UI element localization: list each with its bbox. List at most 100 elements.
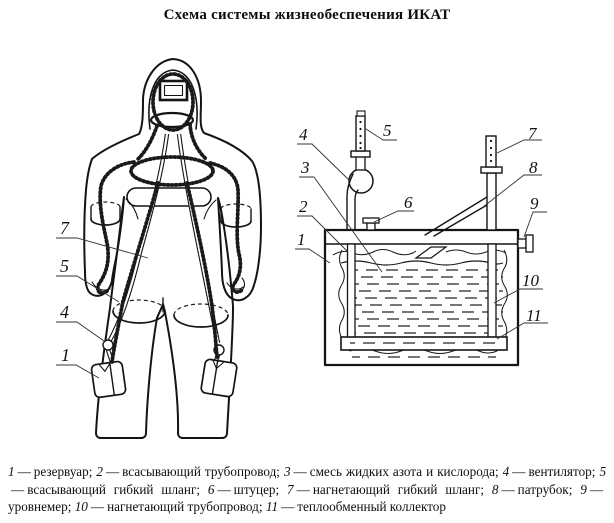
legend-separator: ; — [196, 481, 201, 497]
legend-item: 7—нагнетающий гибкий шланг; — [287, 482, 484, 497]
legend-item-number: 2 — [96, 464, 103, 479]
suction-pipe — [346, 243, 356, 340]
legend-item-number: 5 — [599, 464, 607, 479]
tank-callout-6: 6 — [404, 193, 413, 212]
tank-callout-leaders — [295, 128, 548, 340]
legend-separator: ; — [495, 464, 499, 479]
legend-item-number: 11 — [265, 499, 279, 515]
left-arm-cuff — [90, 201, 121, 226]
surface-flag — [414, 246, 448, 259]
left-fan — [102, 339, 114, 351]
neck-ring — [149, 111, 195, 129]
legend-item-number: 4 — [502, 464, 510, 479]
union-fitting — [362, 217, 380, 231]
legend-item-text: всасывающий гибкий шланг — [27, 481, 197, 497]
legend-item: 9—уровнемер; — [8, 482, 606, 515]
legend-dash: — — [501, 481, 515, 497]
legend-dash: — — [281, 499, 295, 515]
legend-item-number: 3 — [283, 464, 291, 479]
figure-title: Схема системы жизнеобеспечения ИКАТ — [163, 7, 451, 23]
suit-callout-5: 5 — [60, 256, 69, 276]
face-window-inner — [163, 84, 184, 97]
right-reservoir — [200, 358, 238, 398]
legend-item-text: резервуар — [33, 464, 89, 479]
tank-callout-2: 2 — [299, 197, 308, 216]
legend-separator: ; — [568, 481, 573, 497]
legend-dash: — — [90, 499, 105, 515]
legend-item: 5—всасывающий гибкий шланг; — [8, 464, 606, 497]
legend-item-text: вентилятор — [528, 464, 592, 479]
head-outline — [148, 69, 198, 130]
right-flange — [480, 166, 503, 174]
legend-separator: ; — [591, 464, 596, 479]
legend-item: 8—патрубок; — [492, 482, 573, 497]
right-pipe-assembly — [424, 135, 503, 237]
tank-callout-3: 3 — [300, 158, 310, 177]
legend-item: 3—смесь жидких азота и кислорода; — [284, 464, 499, 479]
tank-callout-8: 8 — [529, 158, 538, 177]
legend-dash: — — [17, 464, 31, 479]
suit-callout-4: 4 — [60, 302, 69, 322]
legend-item-text: нагнетающий гибкий шланг — [312, 481, 481, 497]
right-thigh-band — [173, 303, 229, 328]
tank-callout-9: 9 — [530, 194, 539, 213]
legend-item-text: смесь жидких азота и кислорода — [309, 464, 495, 479]
legend-dash: — — [293, 464, 307, 479]
suit-callout-1: 1 — [61, 345, 70, 365]
legend-item-number: 7 — [287, 481, 294, 497]
legend-dash: — — [512, 464, 526, 479]
legend-separator: ; — [67, 499, 72, 515]
tank-callout-11: 11 — [526, 306, 542, 325]
legend-item: 10—нагнетающий трубопровод; — [75, 499, 263, 514]
legend-item: 11—теплообменный коллектор — [266, 499, 446, 514]
legend-separator: ; — [88, 464, 93, 479]
left-thigh-band — [112, 299, 166, 324]
legend-item: 1—резервуар; — [8, 464, 92, 479]
tank-callout-10: 10 — [522, 271, 540, 290]
suit-callout-7: 7 — [60, 218, 70, 238]
discharge-pipe — [487, 243, 497, 340]
discharge-hose — [485, 135, 497, 168]
legend-item-text: нагнетающий трубопровод — [107, 499, 259, 515]
legend-item-text: уровнемер — [8, 499, 68, 515]
legend-dash: — — [296, 481, 310, 497]
legend-item-number: 1 — [8, 464, 15, 479]
legend-separator: ; — [275, 481, 280, 497]
legend-item: 4—вентилятор; — [503, 464, 596, 479]
legend-separator: ; — [276, 464, 280, 479]
tank-callout-4: 4 — [299, 125, 308, 144]
legend-dash: — — [217, 481, 231, 497]
suit-hoses — [95, 72, 244, 364]
left-reservoir — [90, 360, 127, 399]
legend-dash: — — [11, 481, 25, 497]
tank-callout-7: 7 — [528, 124, 538, 143]
liquid-hatching — [348, 269, 503, 358]
figure-legend: 1—резервуар; 2—всасывающий трубопровод; … — [8, 463, 606, 516]
legend-item: 6—штуцер; — [208, 482, 279, 497]
legend-item-text: патрубок — [517, 481, 569, 497]
legend-item-number: 6 — [207, 481, 215, 497]
legend-item-text: всасывающий трубопровод — [122, 464, 277, 479]
legend-dash: — — [105, 464, 120, 479]
legend-separator: ; — [480, 481, 485, 497]
legend-item-text: теплообменный коллектор — [297, 499, 446, 515]
tank-callout-1: 1 — [297, 230, 306, 249]
fan-scroll — [348, 168, 374, 194]
legend-dash: — — [589, 481, 604, 497]
tank-callout-5: 5 — [383, 121, 392, 140]
legend-item-number: 9 — [580, 481, 587, 497]
suit-figure: 7 5 4 1 — [56, 58, 262, 439]
branch-pipe — [424, 196, 488, 237]
left-flange — [350, 150, 371, 158]
legend-item: 2—всасывающий трубопровод; — [96, 464, 280, 479]
legend-item-number: 8 — [491, 481, 499, 497]
armpit-creases — [125, 198, 217, 220]
legend-item-text: штуцер — [233, 481, 276, 497]
tank-figure: 1 2 3 4 5 6 7 8 9 10 11 — [295, 110, 548, 367]
legend-item-number: 10 — [74, 499, 88, 515]
legend-separator: ; — [258, 499, 263, 515]
left-pipe-assembly — [346, 110, 374, 231]
suit-callout-leaders — [56, 237, 149, 379]
